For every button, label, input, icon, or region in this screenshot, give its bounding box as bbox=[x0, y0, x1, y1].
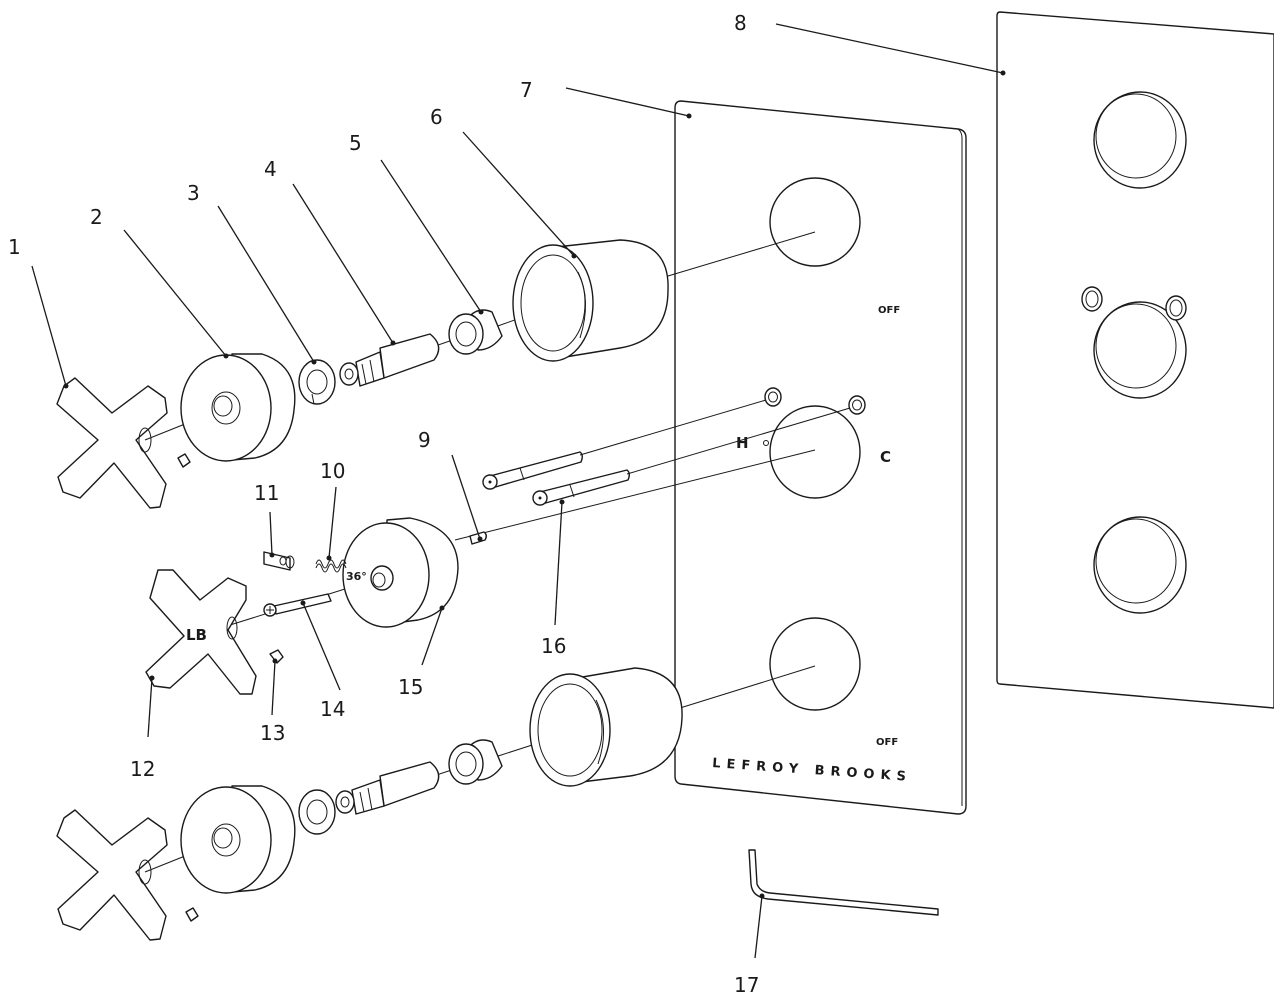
callout-6: 6 bbox=[430, 105, 443, 129]
callout-7: 7 bbox=[520, 78, 533, 102]
callout-5: 5 bbox=[349, 131, 362, 155]
handle-logo: LB bbox=[186, 626, 207, 644]
callout-16: 16 bbox=[541, 634, 566, 658]
callout-1: 1 bbox=[8, 235, 21, 259]
callout-numbers: 1 2 3 4 5 6 7 8 9 10 11 12 13 14 15 16 1… bbox=[8, 11, 759, 996]
bottom-valve-assembly bbox=[56, 667, 683, 941]
callout-8: 8 bbox=[734, 11, 747, 35]
angle-marking: 36° bbox=[346, 570, 367, 583]
callout-3: 3 bbox=[187, 181, 200, 205]
callout-14: 14 bbox=[320, 697, 345, 721]
middle-diverter-assembly: 36° LB bbox=[145, 517, 487, 695]
callout-17: 17 bbox=[734, 973, 759, 996]
callout-15: 15 bbox=[398, 675, 423, 699]
hot-label: H bbox=[736, 434, 749, 452]
callout-10: 10 bbox=[320, 459, 345, 483]
callout-9: 9 bbox=[418, 428, 431, 452]
cold-label: C bbox=[880, 448, 891, 466]
callout-13: 13 bbox=[260, 721, 285, 745]
mounting-pins bbox=[482, 387, 866, 506]
top-valve-assembly bbox=[56, 239, 669, 509]
callout-11: 11 bbox=[254, 481, 279, 505]
off-label-bottom: OFF bbox=[876, 737, 898, 748]
leader-lines bbox=[31, 23, 1006, 959]
callout-2: 2 bbox=[90, 205, 103, 229]
hex-key bbox=[748, 849, 939, 916]
callout-12: 12 bbox=[130, 757, 155, 781]
callout-4: 4 bbox=[264, 157, 277, 181]
off-label-top: OFF bbox=[878, 305, 900, 316]
front-plate: OFF H C OFF LEFROY BROOKS bbox=[674, 100, 967, 815]
back-plate bbox=[996, 11, 1274, 709]
